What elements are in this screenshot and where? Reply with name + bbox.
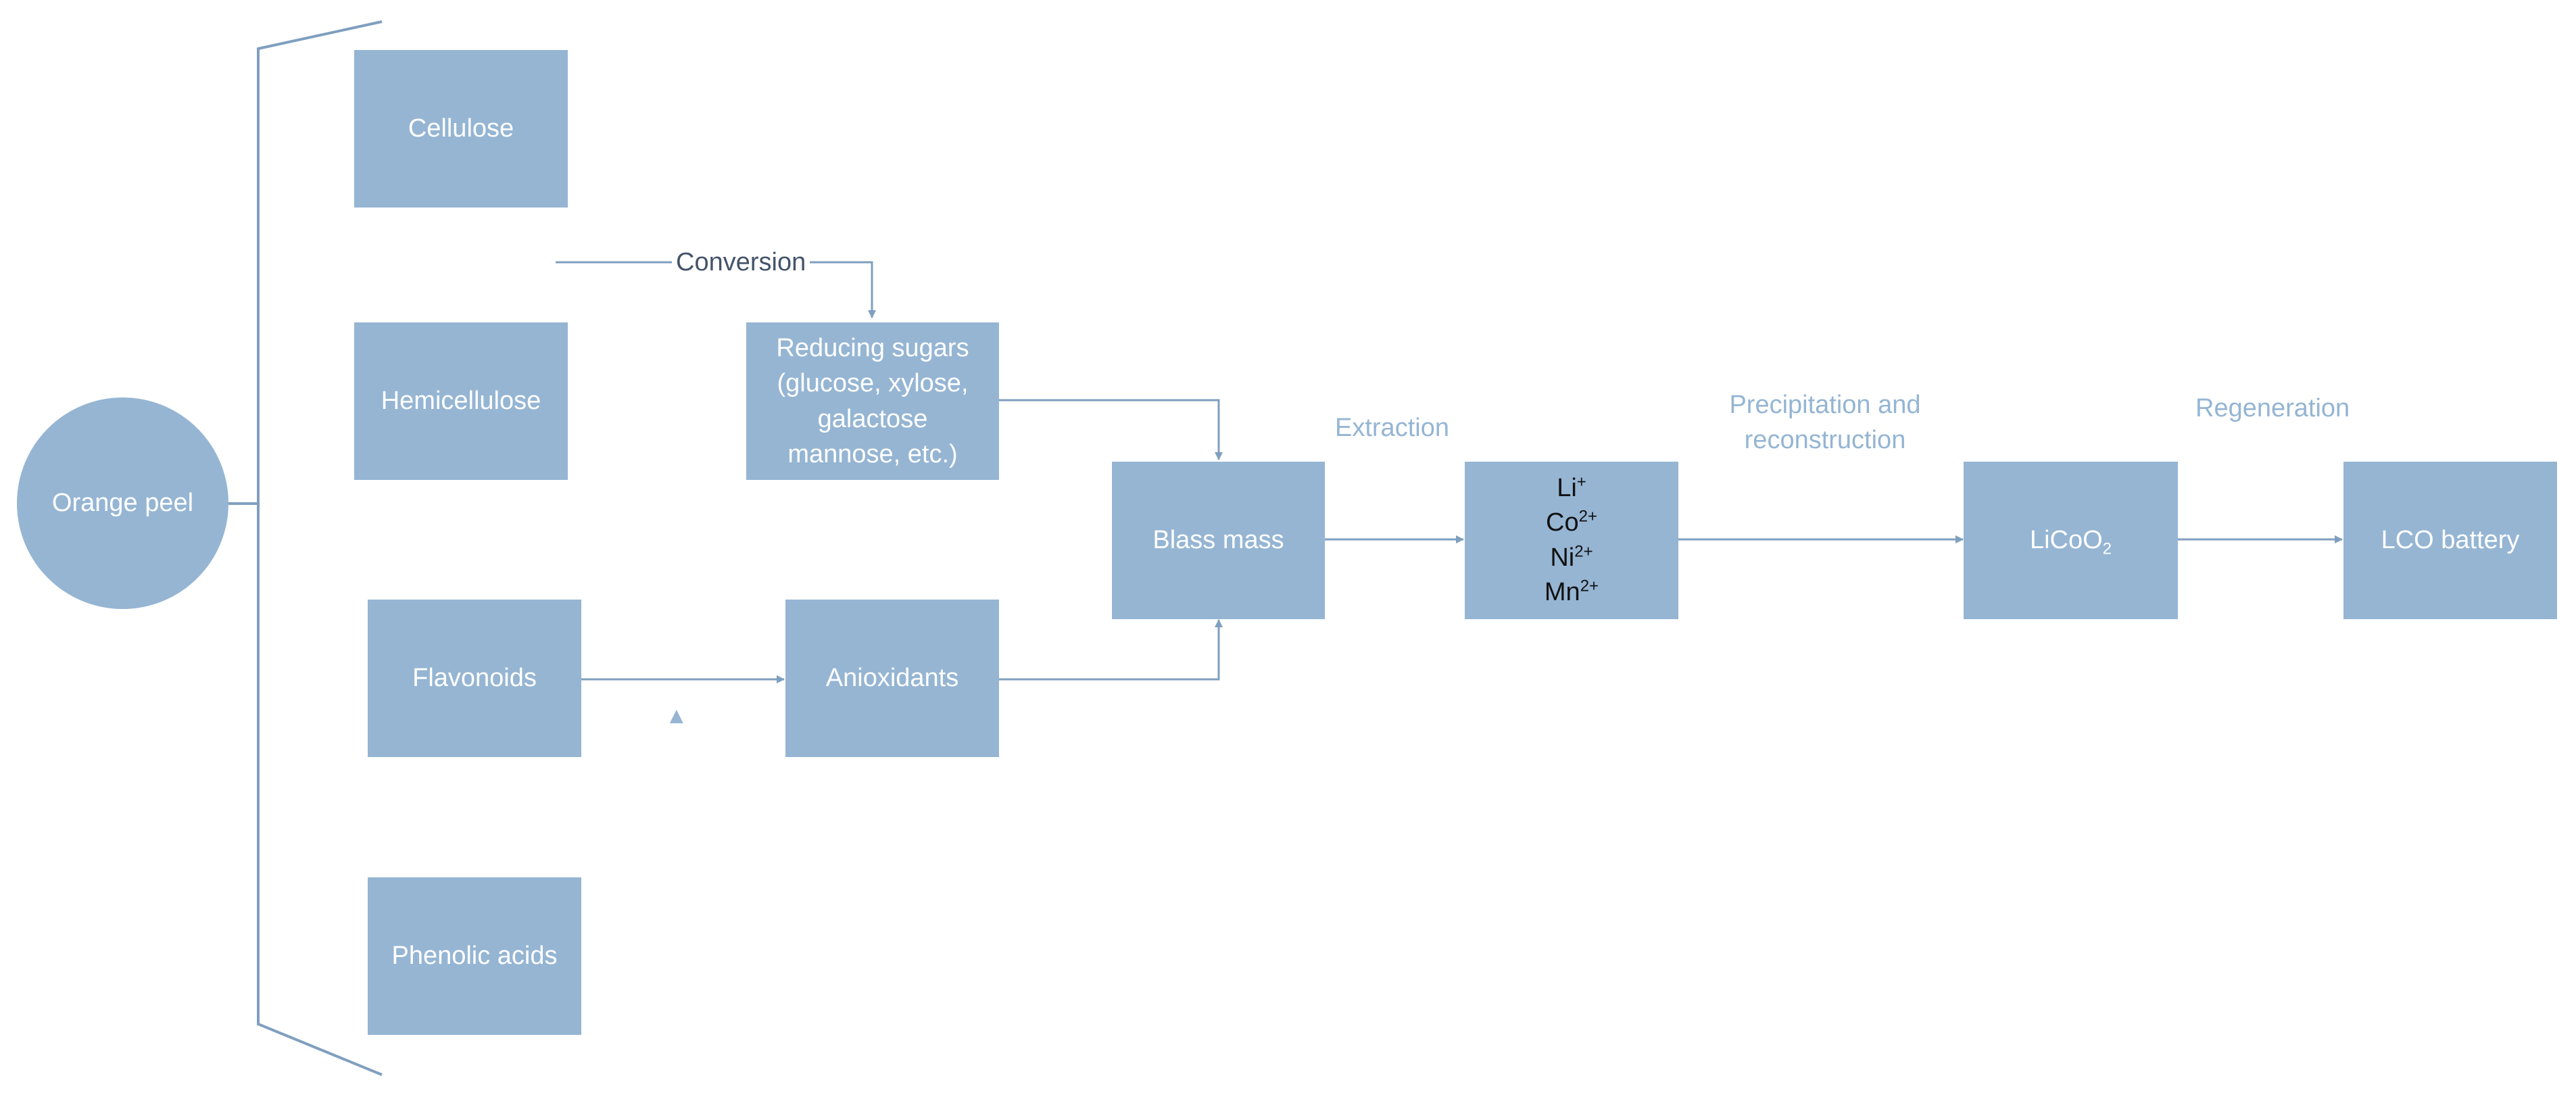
- heat-delta-icon: ▲: [665, 703, 688, 729]
- hemicellulose-label: Hemicellulose: [381, 387, 541, 416]
- reducing-sugars-node: Reducing sugars (glucose, xylose, galact…: [746, 322, 999, 480]
- orange-peel-label: Orange peel: [51, 489, 194, 518]
- antioxidants-to-black-mass-arrow: [999, 619, 1223, 681]
- reducing-sugars-line-2: (glucose, xylose,: [777, 369, 969, 398]
- cellulose-node: Cellulose: [354, 50, 568, 208]
- ion-ni: Ni2+: [1550, 541, 1593, 572]
- precipitation-label-line-1: Precipitation and: [1729, 391, 1921, 419]
- ion-li: Li+: [1557, 472, 1586, 502]
- flavonoids-label: Flavonoids: [412, 664, 537, 693]
- phenolic-acids-label: Phenolic acids: [391, 942, 558, 971]
- reducing-sugars-to-black-mass-arrow: [999, 399, 1223, 460]
- regeneration-label: Regeneration: [2195, 394, 2350, 422]
- orange-peel-node: Orange peel: [17, 397, 228, 609]
- lco-battery-node: LCO battery: [2343, 462, 2557, 619]
- extraction-label: Extraction: [1335, 414, 1449, 442]
- conversion-arrow: [556, 261, 876, 318]
- precipitation-label: Precipitation and reconstruction: [1703, 387, 1947, 458]
- phenolic-acids-node: Phenolic acids: [368, 877, 581, 1035]
- component-bracket: [257, 20, 383, 1076]
- antioxidants-label: Anioxidants: [825, 664, 959, 693]
- reducing-sugars-line-1: Reducing sugars: [776, 333, 969, 362]
- lco-battery-label: LCO battery: [2381, 526, 2520, 555]
- antioxidants-node: Anioxidants: [785, 600, 999, 757]
- ion-co: Co2+: [1546, 507, 1597, 537]
- conversion-label: Conversion: [672, 245, 810, 281]
- precipitation-label-line-2: reconstruction: [1744, 426, 1906, 455]
- black-mass-label: Blass mass: [1152, 526, 1284, 555]
- licoo2-label: LiCoO2: [2029, 526, 2112, 558]
- hemicellulose-node: Hemicellulose: [354, 322, 568, 480]
- licoo2-node: LiCoO2: [1964, 462, 2178, 619]
- reducing-sugars-line-4: mannose, etc.): [787, 439, 958, 468]
- metal-ions-node: Li+ Co2+ Ni2+ Mn2+: [1465, 462, 1678, 619]
- ion-mn: Mn2+: [1544, 577, 1599, 606]
- cellulose-label: Cellulose: [408, 114, 514, 143]
- reducing-sugars-line-3: galactose: [817, 404, 928, 433]
- flavonoids-node: Flavonoids: [368, 600, 581, 757]
- black-mass-node: Blass mass: [1112, 462, 1325, 619]
